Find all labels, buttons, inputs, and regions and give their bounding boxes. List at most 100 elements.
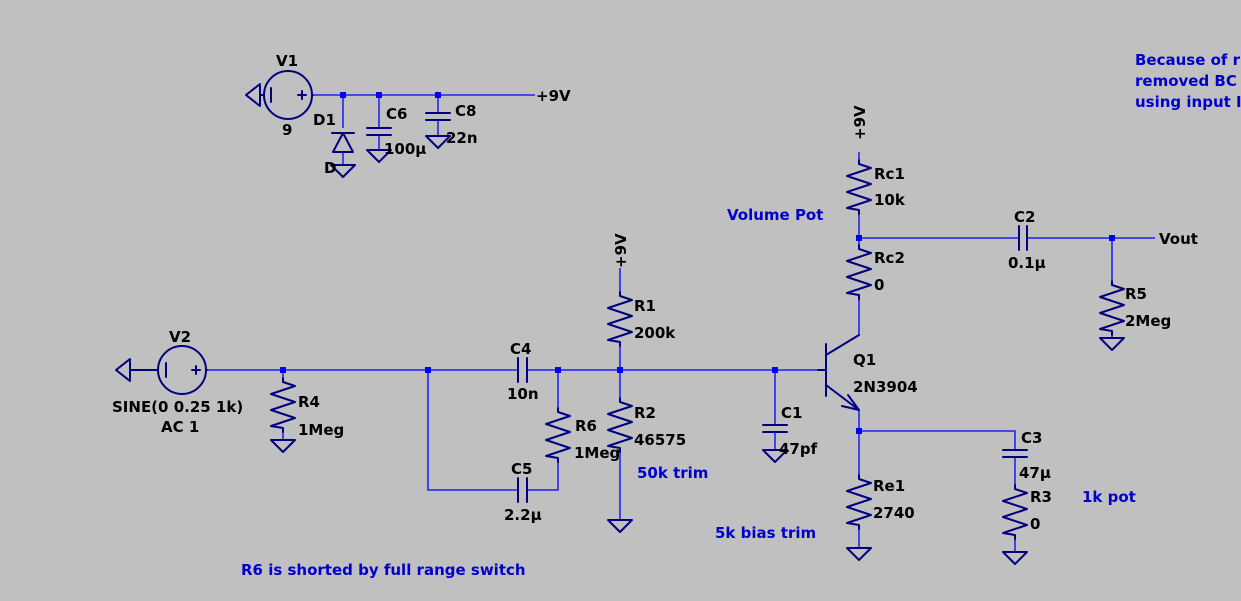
ground-icon	[1002, 551, 1028, 565]
ground-icon	[366, 149, 392, 163]
label-c3-name: C3	[1021, 429, 1042, 447]
resistor-re1-symbol	[846, 474, 872, 530]
wire-c5-loop	[427, 370, 559, 491]
label-re1-name: Re1	[873, 477, 905, 495]
label-r5-name: R5	[1125, 285, 1147, 303]
junction	[340, 92, 346, 98]
junction	[435, 92, 441, 98]
junctions	[280, 92, 1115, 434]
net-label-vout: Vout	[1159, 230, 1198, 248]
label-rc1-name: Rc1	[874, 165, 905, 183]
net-labels: +9V Vout +9V +9V	[536, 87, 1198, 268]
label-r1-name: R1	[634, 297, 656, 315]
label-c2-value: 0.1µ	[1008, 254, 1046, 272]
note-1k-pot: 1k pot	[1082, 488, 1136, 506]
label-r6-value: 1Meg	[574, 444, 620, 462]
junction	[772, 367, 778, 373]
junction	[280, 367, 286, 373]
junction	[425, 367, 431, 373]
label-re1-value: 2740	[873, 504, 915, 522]
note-top-line2: removed BC	[1135, 72, 1237, 90]
capacitor-c8-symbol	[425, 112, 451, 121]
label-c1-value: 47pf	[779, 440, 818, 458]
label-c1-name: C1	[781, 404, 802, 422]
label-r2-value: 46575	[634, 431, 686, 449]
capacitor-c3-symbol	[1002, 449, 1028, 458]
source-v1-symbol	[245, 70, 314, 120]
label-c5-name: C5	[511, 460, 532, 478]
label-c8-value: 22n	[446, 129, 478, 147]
net-label-supply-r1: +9V	[612, 233, 630, 268]
label-c4-name: C4	[510, 340, 531, 358]
junction	[1109, 235, 1115, 241]
junction	[856, 428, 862, 434]
junction	[555, 367, 561, 373]
label-v2-name: V2	[169, 328, 191, 346]
label-q1-name: Q1	[853, 351, 876, 369]
label-r4-value: 1Meg	[298, 421, 344, 439]
label-r2-name: R2	[634, 404, 656, 422]
resistor-r5-symbol	[1099, 280, 1125, 336]
wire-c3-r3	[859, 430, 1016, 552]
junction	[856, 235, 862, 241]
label-v2-value2: AC 1	[161, 418, 199, 436]
ground-icon	[425, 135, 451, 149]
ground-icon	[1099, 337, 1125, 351]
label-r5-value: 2Meg	[1125, 312, 1171, 330]
note-50k-trim: 50k trim	[637, 464, 708, 482]
label-c5-value: 2.2µ	[504, 506, 542, 524]
comment-notes: Volume Pot 50k trim 5k bias trim 1k pot …	[241, 51, 1241, 579]
note-5k-bias-trim: 5k bias trim	[715, 524, 816, 542]
label-q1-value: 2N3904	[853, 378, 918, 396]
source-v2-symbol	[115, 345, 208, 395]
label-r4-name: R4	[298, 393, 320, 411]
label-rc2-value: 0	[874, 276, 884, 294]
label-c2-name: C2	[1014, 208, 1035, 226]
label-rc2-name: Rc2	[874, 249, 905, 267]
junction	[376, 92, 382, 98]
label-r3-name: R3	[1030, 488, 1052, 506]
ground-icon	[270, 439, 296, 453]
ground-icon	[762, 449, 788, 463]
ground-icon	[607, 519, 633, 533]
label-c8-name: C8	[455, 102, 476, 120]
label-v1-name: V1	[276, 52, 298, 70]
note-volume-pot: Volume Pot	[727, 206, 823, 224]
resistor-r6-symbol	[545, 407, 571, 463]
label-r3-value: 0	[1030, 515, 1040, 533]
note-top-line3: using input I	[1135, 93, 1241, 111]
component-labels: V1 9 V2 SINE(0 0.25 1k) AC 1 D1 D C6 100…	[112, 52, 1171, 533]
capacitor-c2-symbol	[1018, 225, 1028, 251]
resistor-r4-symbol	[270, 377, 296, 433]
ground-icon	[846, 547, 872, 561]
resistor-r2-symbol	[607, 397, 633, 453]
note-top-line1: Because of r	[1135, 51, 1241, 69]
label-r1-value: 200k	[634, 324, 676, 342]
capacitor-c1-symbol	[762, 424, 788, 433]
label-c4-value: 10n	[507, 385, 539, 403]
resistor-r1-symbol	[607, 291, 633, 347]
capacitor-c5-symbol	[517, 477, 528, 503]
label-v2-value: SINE(0 0.25 1k)	[112, 398, 243, 416]
wires	[207, 94, 1155, 552]
label-d1-name: D1	[313, 111, 336, 129]
net-label-supply: +9V	[536, 87, 571, 105]
label-c6-value: 100µ	[384, 140, 426, 158]
label-d1-value: D	[324, 159, 336, 177]
capacitor-c6-symbol	[366, 127, 392, 136]
label-rc1-value: 10k	[874, 191, 906, 209]
resistor-rc1-symbol	[846, 159, 872, 215]
diode-d1-symbol	[331, 132, 355, 153]
ground-icon	[330, 164, 356, 178]
transistor-q1-symbol	[817, 334, 860, 411]
resistor-r3-symbol	[1002, 484, 1028, 540]
label-r6-name: R6	[575, 417, 597, 435]
junction	[617, 367, 623, 373]
ground-symbols	[270, 135, 1125, 565]
label-c6-name: C6	[386, 105, 407, 123]
note-r6-shorted: R6 is shorted by full range switch	[241, 561, 526, 579]
resistor-rc2-symbol	[846, 244, 872, 300]
label-v1-value: 9	[282, 121, 292, 139]
label-c3-value: 47µ	[1019, 464, 1051, 482]
